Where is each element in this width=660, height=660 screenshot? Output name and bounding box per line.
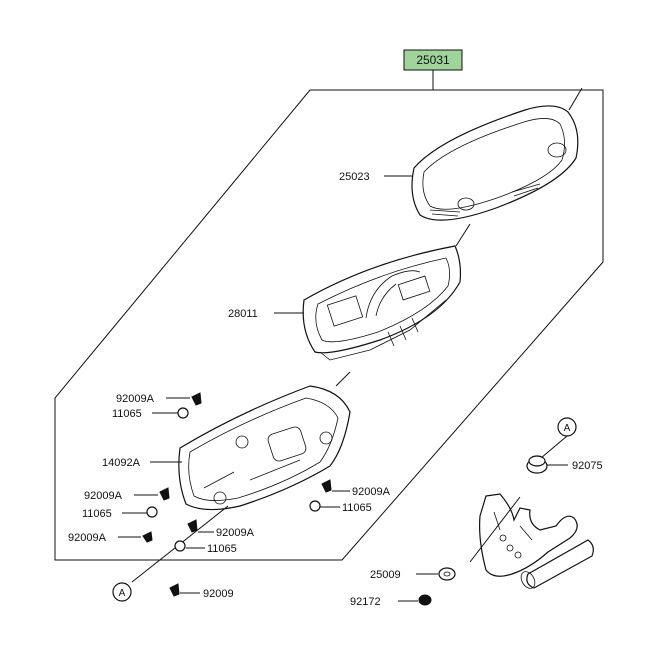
label-screw-left: 92009A xyxy=(84,490,123,502)
meter-cover-part[interactable] xyxy=(411,87,583,221)
ref-a-right: A xyxy=(564,423,571,434)
assembly-frame xyxy=(54,70,604,561)
bracket-part[interactable] xyxy=(479,493,594,591)
label-case: 14092A xyxy=(102,457,141,469)
label-washer-mid: 11065 xyxy=(207,543,237,555)
label-meter-unit: 28011 xyxy=(228,308,258,320)
label-washer-right: 11065 xyxy=(342,502,372,514)
label-screw-bottom-left: 92009A xyxy=(68,532,107,544)
label-bracket-washer: 25009 xyxy=(370,569,401,581)
label-washer-left: 11065 xyxy=(82,508,112,520)
washer-part[interactable] xyxy=(438,567,456,581)
callout-circle-icon xyxy=(112,582,132,602)
meter-case-part[interactable] xyxy=(131,371,351,583)
label-bottom-screw: 92009 xyxy=(203,588,234,600)
label-screw-top: 92009A xyxy=(116,393,155,405)
label-cover: 25023 xyxy=(339,171,370,183)
label-screw-right: 92009A xyxy=(352,486,391,498)
label-screw-mid: 92009A xyxy=(216,527,255,539)
ref-a-left: A xyxy=(119,588,126,599)
meter-unit-part[interactable] xyxy=(302,223,471,361)
grommet-part[interactable] xyxy=(526,455,548,474)
label-washer-top: 11065 xyxy=(112,408,142,420)
bolt-part[interactable] xyxy=(418,594,432,606)
screw-washer-hardware[interactable] xyxy=(142,392,332,597)
label-bracket-grommet: 92075 xyxy=(572,460,603,472)
label-bracket-bolt: 92172 xyxy=(350,596,381,608)
assembly-number: 25031 xyxy=(416,53,450,67)
